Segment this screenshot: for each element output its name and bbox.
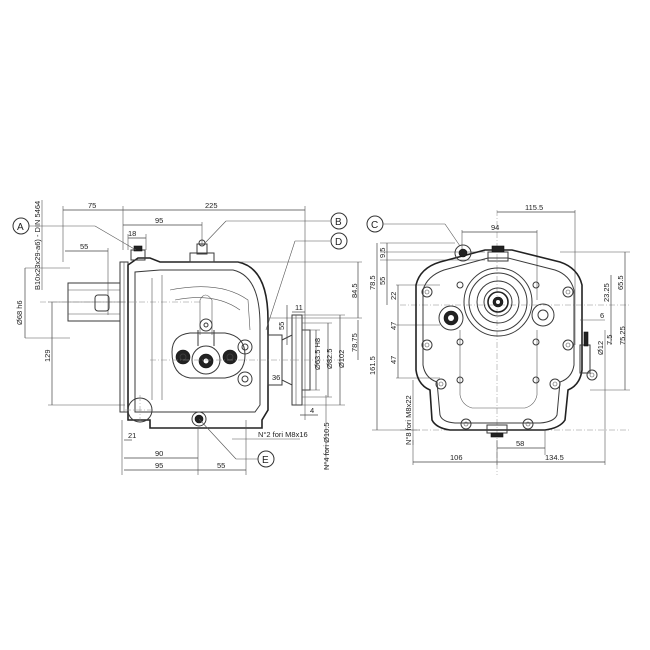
dim-phi102: Ø102	[337, 350, 346, 368]
svg-text:E: E	[262, 455, 269, 466]
dim-90: 90	[155, 449, 163, 458]
svg-text:A: A	[17, 222, 24, 233]
dim-phi63-5: Ø63.5 H8	[313, 338, 322, 370]
dim-4: 4	[310, 406, 314, 415]
dim-55-bottom: 55	[217, 461, 225, 470]
svg-text:C: C	[371, 220, 378, 231]
dim-6: 6	[600, 311, 604, 320]
dim-23-25: 23.25	[602, 283, 611, 302]
note-n2-holes: N°2 fori M8x16	[258, 430, 308, 439]
drain-plug-e	[191, 411, 207, 427]
dim-spline: B10x23x29-a6) - DIN 5464	[33, 201, 42, 290]
bolt-holes	[421, 281, 574, 430]
dim-94: 94	[491, 223, 499, 232]
dim-7-5: 7.5	[605, 335, 614, 345]
dim-47b: 47	[389, 356, 398, 364]
svg-text:D: D	[335, 237, 342, 248]
dim-115-5: 115.5	[525, 203, 543, 212]
callout-e: E	[257, 450, 275, 468]
dim-134-5: 134.5	[545, 453, 564, 462]
dim-22: 22	[389, 292, 398, 300]
side-view: 75 225 95 18 55 B10x23x29-a6) - DIN 5464…	[15, 200, 362, 475]
dim-106: 106	[450, 453, 463, 462]
dim-65-5: 65.5	[616, 275, 625, 290]
dim-47a: 47	[389, 322, 398, 330]
dim-9-5: 9.5	[378, 248, 387, 258]
bearing-cover	[171, 332, 246, 379]
dim-58: 58	[516, 439, 524, 448]
dim-78-5: 78.5	[368, 275, 377, 290]
dim-55-vert: 55	[277, 322, 286, 330]
dim-78-75: 78.75	[350, 333, 359, 352]
dim-95-top: 95	[155, 216, 163, 225]
breather-c	[454, 244, 472, 262]
dim-21: 21	[128, 431, 136, 440]
left-bearing	[438, 305, 464, 331]
dim-55-left: 55	[80, 242, 88, 251]
svg-text:B: B	[335, 217, 342, 228]
note-n4-holes: N°4 fori Ø10.5	[322, 422, 331, 470]
front-housing	[415, 249, 583, 431]
callout-b: B	[330, 212, 348, 230]
dim-phi82-5: Ø82.5	[325, 349, 334, 369]
dim-phi12: Ø12	[596, 341, 605, 355]
right-bearing	[531, 303, 555, 327]
dim-55: 55	[378, 277, 387, 285]
front-view: 115.5 94 78.5 9.5 55 22 47 47 161.5 N°8 …	[368, 203, 630, 475]
dim-18: 18	[128, 229, 136, 238]
dim-75: 75	[88, 201, 96, 210]
dim-161-5: 161.5	[368, 356, 377, 375]
dim-75-25: 75.25	[618, 326, 627, 345]
note-n8-holes: N°8 fori M8x22	[404, 395, 413, 445]
callout-c: C	[366, 215, 384, 233]
dim-11: 11	[295, 303, 303, 312]
dim-phi68: Ø68 h6	[15, 300, 24, 325]
callout-a: A	[12, 217, 30, 235]
output-flange-circle	[463, 267, 533, 337]
dim-95-bottom: 95	[155, 461, 163, 470]
splined-shaft	[487, 291, 509, 313]
dim-36: 36	[272, 373, 280, 382]
dim-129: 129	[43, 349, 52, 362]
dim-84-5: 84.5	[350, 283, 359, 298]
callout-d: D	[330, 232, 348, 250]
dim-225: 225	[205, 201, 218, 210]
